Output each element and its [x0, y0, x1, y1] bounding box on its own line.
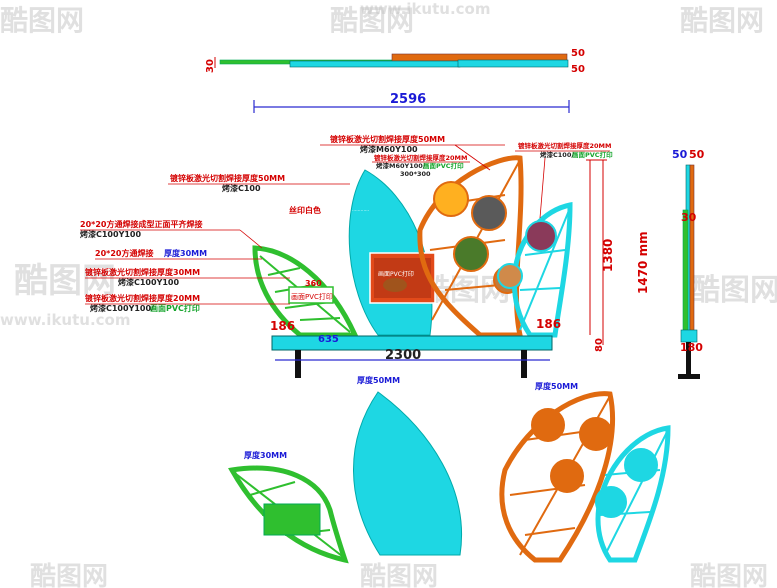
- orange-leaf-frame: [417, 155, 524, 338]
- orange-part-circle-3: [550, 459, 584, 493]
- base-height-label: 80: [594, 338, 605, 352]
- annotation-6-line1: 20*20方通焊接成型正面平齐焊接: [80, 219, 202, 229]
- top-view-right-dim-1: 50: [571, 48, 585, 59]
- watermark-url-left: www.ikutu.com: [0, 311, 130, 329]
- annotation-2-line2: 烤漆C100/: [540, 150, 574, 159]
- width-dimension-label: 2596: [390, 92, 426, 107]
- watermark-brand-top: 酷图网: [330, 4, 414, 37]
- top-view-cyan-bar-left: [289, 60, 461, 68]
- cyan-part-label: 厚度50MM: [357, 375, 400, 385]
- green-part-panel: [263, 503, 321, 536]
- inner-height-label: 1380: [601, 239, 615, 272]
- base-platform: [271, 335, 553, 351]
- annotation-1-line2: 烤漆M60Y100: [360, 144, 418, 154]
- orange-leaf-part: [499, 391, 615, 563]
- side-view-mid-dim: 30: [681, 211, 697, 224]
- annotation-4-line1: 镀锌板激光切割焊接厚度50MM: [170, 173, 285, 183]
- orange-part-label: 厚度50MM: [535, 381, 578, 391]
- annotation-9-line3: 画面PVC打印: [150, 303, 200, 313]
- orange-part-circle-2: [579, 417, 613, 451]
- cyan-small-leaf-part: [595, 425, 671, 563]
- cyan-leaf-photo-2: [497, 263, 523, 289]
- annotation-3-line1: 镀锌板激光切割焊接厚度20MM: [374, 153, 467, 162]
- green-leaf-small-panel: [288, 286, 334, 304]
- annotation-6-line2: 烤漆C100Y100: [80, 229, 141, 239]
- exploded-parts: 厚度30MM 厚度50MM 厚度50MM: [228, 375, 671, 564]
- annotation-8-line1: 镀锌板激光切割焊接厚度30MM: [85, 267, 200, 277]
- base-width-label: 2300: [385, 348, 421, 363]
- front-view: 画面PVC打印 360 ············ 画面PVC打印: [252, 155, 650, 378]
- annotation-9-line2: 烤漆C100Y100/: [90, 303, 154, 313]
- watermark-url-top: www.ikutu.com: [360, 0, 490, 18]
- cyan-leaf-part: [353, 391, 462, 556]
- annotation-5-line1: 丝印白色: [289, 205, 321, 215]
- side-view-green-bar: [682, 209, 689, 331]
- orange-part-circle-1: [531, 408, 565, 442]
- cyan-leaf-text-1: ············: [352, 209, 369, 214]
- annotation-3-line4: 300*300: [400, 170, 431, 178]
- annotation-2-line1: 镀锌板激光切割焊接厚度20MM: [518, 141, 611, 150]
- base-leg-left: [295, 350, 301, 378]
- side-view-base-dim: 180: [680, 341, 703, 354]
- orange-leaf-photo-1: [433, 181, 469, 217]
- base-leg-right: [521, 350, 527, 378]
- right-offset-label: 186: [536, 317, 561, 331]
- main-sign-text: 画面PVC打印: [378, 270, 414, 278]
- cyan-leaf-photo-1: [525, 220, 557, 252]
- annotation-8-line2: 烤漆C100Y100: [118, 277, 179, 287]
- cyan-right-leaf-frame: [497, 201, 573, 338]
- watermark-brand-top-right: 酷图网: [680, 4, 764, 37]
- green-leaf-frame: 画面PVC打印 360: [252, 245, 359, 338]
- annotation-3-line3: 画面PVC打印: [423, 161, 464, 170]
- side-view-top-dim-2: 50: [689, 148, 705, 161]
- side-view-leg: [686, 342, 691, 376]
- annotation-7-line1: 20*20方通焊接: [95, 248, 153, 258]
- cyan-part-circle-1: [624, 448, 658, 482]
- green-leaf-part: [228, 465, 349, 564]
- annotation-2-line3: 画面PVC打印: [572, 150, 613, 159]
- watermark-brand-bottom-left: 酷图网: [30, 562, 108, 588]
- annotation-4-line2: 烤漆C100: [222, 183, 261, 193]
- annotation-9-line1: 镀锌板激光切割焊接厚度20MM: [85, 293, 200, 303]
- green-part-label: 厚度30MM: [244, 450, 287, 460]
- watermark-brand-bottom: 酷图网: [360, 562, 438, 588]
- main-sign-photo: [374, 258, 431, 298]
- watermark-brand-top-left: 酷图网: [0, 4, 84, 37]
- watermark-brand-bottom-right: 酷图网: [690, 562, 768, 588]
- cyan-part-circle-2: [595, 486, 627, 518]
- side-view: 50 50 30 180: [672, 148, 705, 379]
- side-view-orange-bar: [689, 164, 695, 339]
- left-gap-label: 635: [318, 334, 339, 345]
- annotation-1-line1: 镀锌板激光切割焊接厚度50MM: [330, 134, 445, 144]
- top-view-cyan-bar-right: [457, 59, 569, 68]
- top-view-right-dim-2: 50: [571, 64, 585, 75]
- top-view-left-dim: 30: [205, 59, 216, 73]
- orange-leaf-photo-2: [471, 195, 507, 231]
- watermark-brand-right: 酷图网: [690, 273, 777, 308]
- sweet-potato-image: [383, 278, 407, 292]
- annotation-3-line2: 烤漆M60Y100/: [376, 161, 426, 170]
- watermark-brand-left: 酷图网: [14, 261, 116, 301]
- annotation-7-line2: 厚度30MM: [164, 248, 207, 258]
- green-leaf-panel-text: 画面PVC打印: [291, 292, 333, 301]
- frame-dim-360: 360: [305, 279, 322, 288]
- total-height-label: 1470 mm: [636, 231, 650, 294]
- top-view: 30 50 50 2596: [205, 48, 585, 113]
- side-view-top-dim-1: 50: [672, 148, 688, 161]
- side-view-foot: [678, 374, 700, 379]
- annotations: 镀锌板激光切割焊接厚度50MM 烤漆M60Y100 镀锌板激光切割焊接厚度20M…: [80, 134, 613, 313]
- left-offset-label: 186: [270, 319, 295, 333]
- orange-leaf-photo-3: [453, 236, 489, 272]
